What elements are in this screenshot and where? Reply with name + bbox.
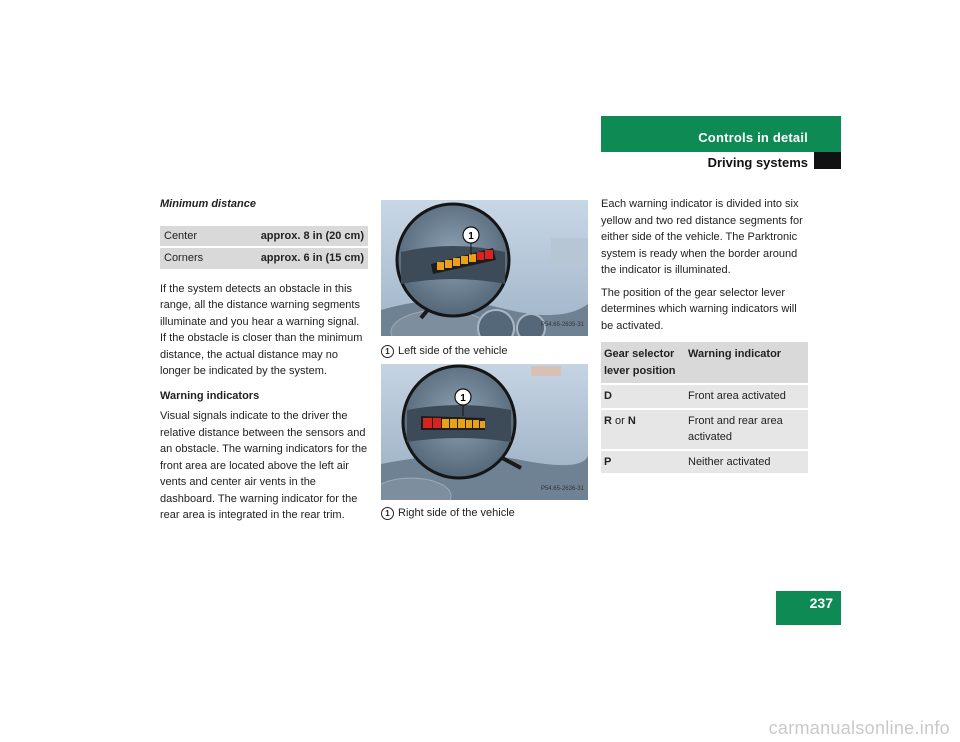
paragraph: Each warning indicator is divided into s… [601,198,803,276]
table-row: Center approx. 8 in (20 cm) [160,225,368,246]
dashboard-illustration: 1 [381,200,588,336]
figure-left-side: 1 P54.65-2635-31 [381,200,588,336]
table-row: R or N Front and rear area activated [601,409,808,449]
distance-value: approx. 6 in (15 cm) [221,248,368,269]
table-row: P Neither activated [601,450,808,473]
warning-indicator-right [421,416,485,430]
indicator-status: Front and rear area activated [685,409,808,449]
column-header: Gear selector lever position [601,342,685,383]
callout-number: 1 [381,507,394,520]
gear-table: Gear selector lever position Warning ind… [601,340,808,475]
figure-caption: 1 Right side of the vehicle [381,505,588,522]
figure-caption: 1 Left side of the vehicle [381,343,588,360]
table-header-row: Gear selector lever position Warning ind… [601,342,808,383]
section-title: Minimum distance [160,198,256,210]
callout-1: 1 [462,226,480,244]
watermark: carmanualsonline.info [768,717,950,738]
gear-position: D [601,385,685,408]
dashboard-illustration: 1 [381,364,588,500]
table-row: Corners approx. 6 in (15 cm) [160,248,368,269]
svg-text:1: 1 [468,231,474,242]
table-row: D Front area activated [601,385,808,408]
left-column: Minimum distance Center approx. 8 in (20… [160,196,368,530]
header-subtitle: Driving systems [707,155,808,170]
paragraph: The position of the gear selector lever … [601,286,797,332]
gear-position: R or N [601,409,685,449]
header-bar: Controls in detail [601,116,841,152]
figure-code: P54.65-2635-31 [540,321,584,328]
callout-number: 1 [381,345,394,358]
distance-value: approx. 8 in (20 cm) [221,225,368,246]
header-title: Controls in detail [698,130,808,145]
indicator-status: Front area activated [685,385,808,408]
indicator-status: Neither activated [685,450,808,473]
right-column: Each warning indicator is divided into s… [601,196,808,475]
figure-code: P54.65-2636-31 [540,485,584,492]
distance-label: Center [160,225,222,246]
paragraph: Visual signals indicate to the driver th… [160,410,368,521]
svg-text:1: 1 [460,393,466,404]
callout-1: 1 [454,388,472,406]
figure-right-side: 1 P54.65-2636-31 [381,364,588,500]
paragraph: If the system detects an obstacle in thi… [160,282,363,378]
column-header: Warning indicator [685,342,808,383]
distance-table: Center approx. 8 in (20 cm) Corners appr… [160,224,368,271]
caption-text: Right side of the vehicle [398,507,515,519]
header-marker [814,152,841,169]
warning-indicator-left [431,248,496,274]
subheading: Warning indicators [160,389,260,402]
page-number: 237 [776,591,841,625]
distance-label: Corners [160,248,222,269]
caption-text: Left side of the vehicle [398,345,508,357]
gear-position: P [601,450,685,473]
